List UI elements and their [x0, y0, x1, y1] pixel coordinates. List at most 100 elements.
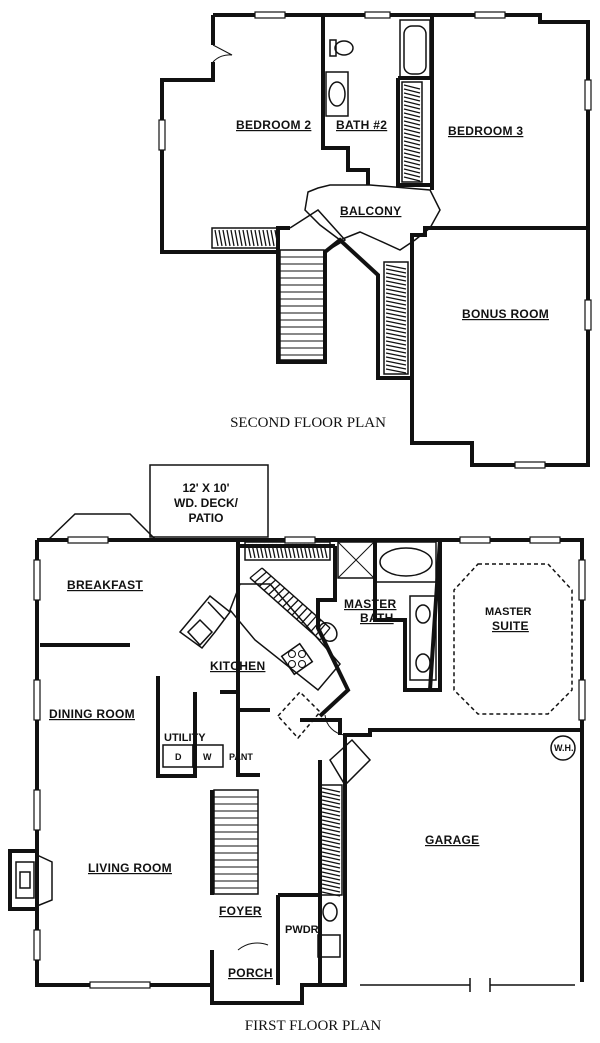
shelf-hatch — [321, 811, 341, 817]
shelf-hatch — [403, 136, 421, 142]
window — [158, 119, 166, 151]
second-floor-title: SECOND FLOOR PLAN — [230, 415, 386, 431]
door-swing — [212, 44, 233, 63]
second-floor-stair-left — [279, 249, 325, 361]
shelf-hatch — [403, 148, 421, 154]
shelf-hatch — [403, 84, 421, 90]
shelf-hatch — [385, 348, 407, 354]
shelf-hatch — [385, 336, 407, 342]
cooktop-icon — [280, 642, 314, 676]
shelf-hatch — [310, 619, 322, 633]
window — [67, 536, 109, 544]
shelf-hatch — [307, 543, 312, 559]
shelf-hatch — [403, 128, 421, 134]
shelf-hatch — [295, 543, 300, 559]
window — [584, 299, 592, 331]
shelf-hatch — [251, 543, 256, 559]
shelf-hatch — [283, 543, 288, 559]
shelf-hatch — [385, 264, 407, 270]
stair-diagonal — [289, 209, 347, 253]
shelf-hatch — [403, 152, 421, 158]
water-heater-label: W.H. — [554, 743, 574, 753]
shelf-hatch — [321, 871, 341, 877]
shelf-hatch — [385, 368, 407, 374]
shelf-hatch — [279, 543, 284, 559]
shelf-hatch — [321, 823, 341, 829]
shelf-hatch — [258, 229, 263, 247]
shelf-hatch — [321, 831, 341, 837]
shelf-hatch — [321, 859, 341, 865]
shelf-hatch — [321, 843, 341, 849]
master-tub-basin-icon — [379, 547, 433, 577]
entry-door-swing — [237, 942, 269, 951]
shelf-hatch — [271, 543, 276, 559]
window — [33, 679, 41, 721]
master-bath-label-2: BATH — [360, 611, 394, 625]
shelf-hatch — [305, 615, 317, 629]
bay-window — [47, 513, 157, 541]
shelf-hatch — [300, 611, 313, 624]
foyer-closet — [319, 784, 343, 897]
shelf-hatch — [385, 316, 407, 322]
shelf-hatch — [403, 164, 421, 170]
deck-size-label: 12' X 10' — [182, 481, 229, 495]
shelf-hatch — [321, 851, 341, 857]
living-room-label: LIVING ROOM — [88, 861, 172, 875]
breakfast-label: BREAKFAST — [67, 578, 143, 592]
second-floor-outer-wall — [213, 13, 590, 467]
dryer-label: D — [175, 752, 182, 762]
shelf-hatch — [403, 108, 421, 114]
toilet-tank-icon — [329, 39, 337, 57]
second-floor-left-wall — [160, 15, 290, 254]
shelf-hatch — [321, 819, 341, 825]
bedroom3-label: BEDROOM 3 — [448, 124, 523, 138]
bath2-walls — [321, 15, 434, 190]
shelf-hatch — [282, 595, 295, 608]
stair-landing — [329, 738, 372, 787]
shelf-hatch — [262, 229, 267, 247]
shelf-hatch — [286, 599, 299, 612]
shelf-hatch — [385, 292, 407, 298]
shelf-hatch — [385, 340, 407, 346]
second-floor-stair-wall — [276, 237, 412, 380]
deck-patio-label: PATIO — [189, 511, 224, 525]
shelf-hatch — [403, 168, 421, 174]
shelf-hatch — [299, 543, 304, 559]
master-suite-tray-ceiling — [453, 563, 573, 715]
shelf-hatch — [291, 603, 304, 616]
burner-icon — [298, 660, 306, 668]
shelf-hatch — [266, 229, 271, 247]
shower-drain-icon — [337, 541, 375, 579]
shelf-hatch — [315, 543, 320, 559]
shelf-hatch — [385, 332, 407, 338]
shelf-hatch — [385, 284, 407, 290]
vanity-icon — [325, 71, 349, 117]
balcony-label: BALCONY — [340, 204, 401, 218]
shelf-hatch — [403, 96, 421, 102]
shelf-hatch — [218, 229, 223, 247]
master-suite-label-2: SUITE — [492, 619, 529, 633]
shelf-hatch — [311, 543, 316, 559]
shelf-hatch — [268, 583, 281, 596]
dining-room-label: DINING ROOM — [49, 707, 135, 721]
shelf-hatch — [385, 276, 407, 282]
shelf-hatch — [255, 543, 260, 559]
shelf-hatch — [254, 229, 259, 247]
shelf-hatch — [385, 300, 407, 306]
shelf-hatch — [319, 543, 324, 559]
window — [33, 559, 41, 601]
garage-label: GARAGE — [425, 833, 479, 847]
closet-bedroom2 — [211, 227, 279, 249]
shelf-hatch — [249, 567, 263, 579]
toilet-icon — [318, 622, 338, 642]
shelf-hatch — [321, 863, 341, 869]
shelf-hatch — [321, 807, 341, 813]
shelf-hatch — [403, 112, 421, 118]
shelf-hatch — [385, 268, 407, 274]
shelf-hatch — [385, 344, 407, 350]
shelf-hatch — [385, 296, 407, 302]
shelf-hatch — [272, 587, 286, 600]
garage-door — [360, 978, 575, 992]
fireplace — [8, 849, 53, 911]
bathtub-icon — [399, 19, 431, 79]
